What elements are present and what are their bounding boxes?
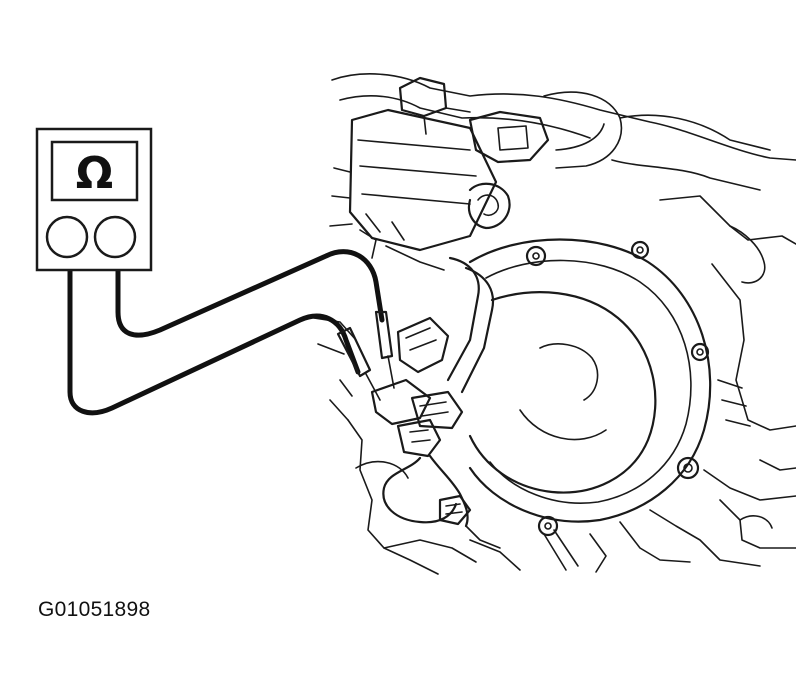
test-lead-right (115, 249, 385, 338)
meter-terminal-right (93, 215, 137, 259)
upper-hoses (331, 73, 796, 191)
engine-illustration (313, 73, 796, 575)
test-lead-left (67, 267, 361, 416)
ohmmeter: Ω (35, 127, 153, 272)
meter-terminal-left (45, 215, 89, 259)
meter-display (50, 140, 139, 202)
engine-block (329, 108, 511, 271)
right-casing (589, 195, 796, 573)
sensor-connector (370, 256, 501, 549)
probe-tip-right (374, 310, 394, 360)
figure-code: G01051898 (38, 598, 151, 621)
test-leads (67, 249, 395, 416)
lower-casing (313, 317, 521, 575)
probe-tip-left (336, 326, 372, 378)
bell-housing (468, 238, 712, 571)
ohm-symbol: Ω (76, 148, 113, 199)
